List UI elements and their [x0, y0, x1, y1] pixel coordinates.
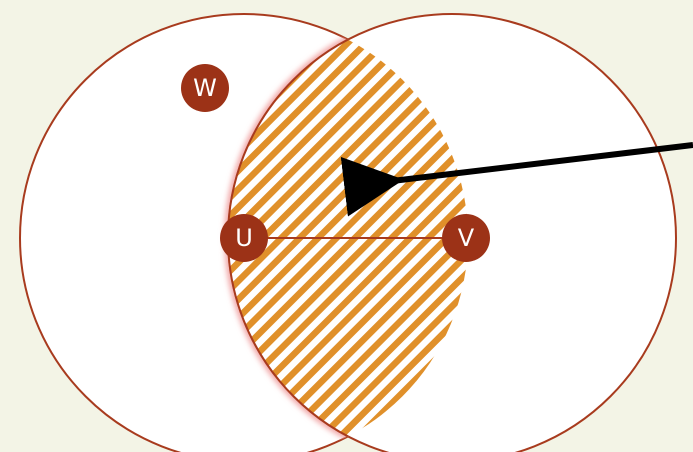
annotation-arrow — [340, 142, 693, 217]
node-w-label: W — [193, 74, 217, 102]
node-v-label: V — [458, 224, 475, 252]
node-u-label: U — [235, 224, 253, 252]
node-w: W — [181, 64, 229, 112]
node-u: U — [220, 214, 268, 262]
node-v: V — [442, 214, 490, 262]
